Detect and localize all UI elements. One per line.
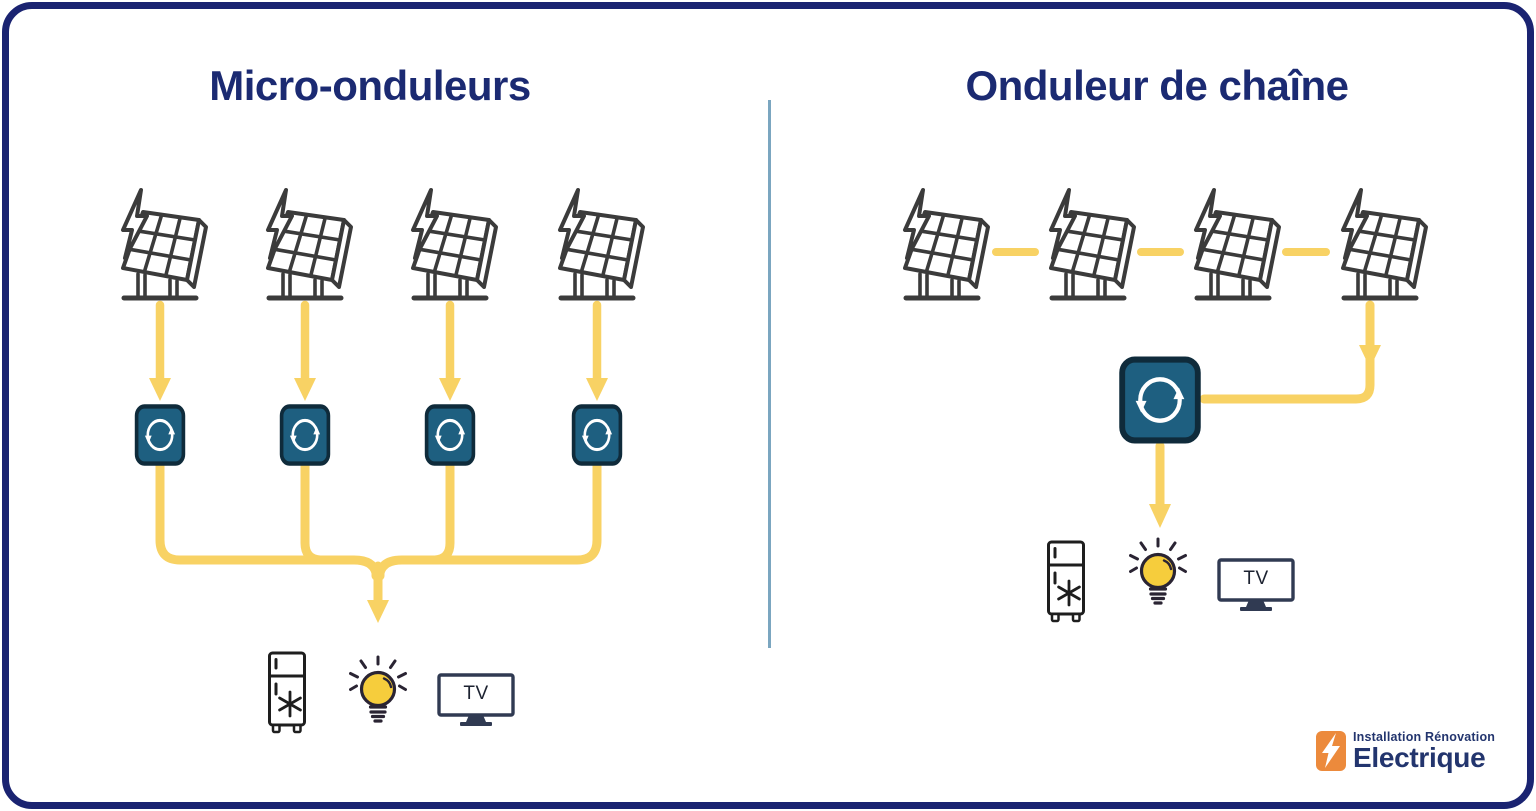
string-inverter-sync-icon: [1118, 356, 1202, 444]
solar-panel-icon: [889, 186, 995, 310]
micro-inverter-sync-icon: [279, 404, 331, 466]
micro-inverter-sync-icon: [571, 404, 623, 466]
tv-icon: TV: [1217, 558, 1295, 615]
solar-panel-icon: [1035, 186, 1141, 310]
brand-logo: Installation Rénovation Electrique: [1316, 730, 1496, 773]
tv-label: TV: [1243, 568, 1269, 589]
dc-string-line: [1199, 300, 1375, 404]
arrowhead: [294, 378, 316, 401]
fridge-icon: [1046, 540, 1086, 624]
arrowhead: [1149, 504, 1171, 528]
arrowhead: [586, 378, 608, 401]
solar-panel-icon: [252, 186, 358, 310]
solar-panel-icon: [1327, 186, 1433, 310]
lightbulb-icon: [349, 655, 407, 731]
logo-lightning-icon: [1316, 731, 1346, 771]
section-divider: [768, 100, 771, 648]
solar-panel-icon: [107, 186, 213, 310]
solar-panel-icon: [544, 186, 650, 310]
arrowhead: [149, 378, 171, 401]
arrowhead: [439, 378, 461, 401]
ac-bus: [155, 459, 381, 581]
ac-bus: [430, 459, 455, 565]
tv-icon: TV: [437, 673, 515, 730]
ac-bus: [375, 459, 602, 581]
solar-panel-icon: [1180, 186, 1286, 310]
tv-label: TV: [463, 683, 489, 704]
micro-inverters-title: Micro-onduleurs: [209, 62, 531, 109]
solar-panel-icon: [397, 186, 503, 310]
micro-inverter-sync-icon: [424, 404, 476, 466]
arrowhead: [1359, 345, 1381, 368]
fridge-icon: [267, 651, 307, 735]
logo-text: Installation Rénovation Electrique: [1353, 730, 1496, 773]
string-inverter-title: Onduleur de chaîne: [965, 62, 1349, 109]
logo-line2: Electrique: [1353, 741, 1486, 773]
logo-line1: Installation Rénovation: [1353, 730, 1496, 744]
ac-bus: [300, 459, 325, 565]
lightbulb-icon: [1129, 537, 1187, 613]
micro-inverter-sync-icon: [134, 404, 186, 466]
arrowhead: [367, 600, 389, 623]
